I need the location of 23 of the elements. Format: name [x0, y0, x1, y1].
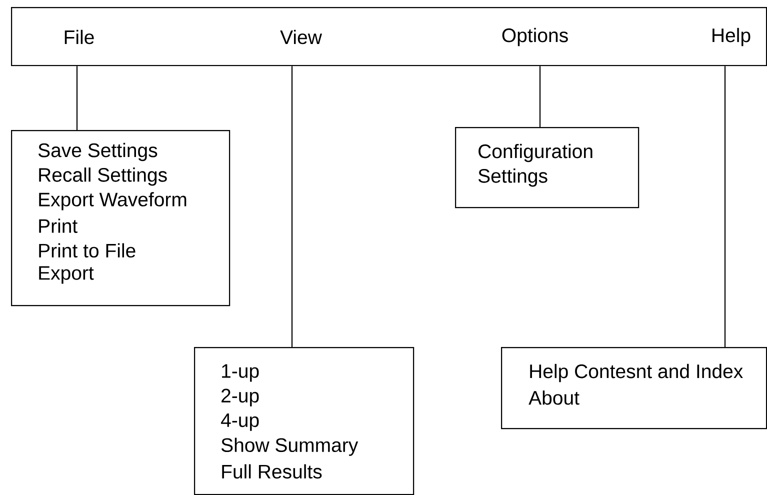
menu-item: Recall Settings [39, 168, 167, 186]
menu-item: Print [39, 218, 78, 233]
menu-title: Options [502, 28, 568, 46]
menu-item: 4-up [221, 413, 259, 431]
menu-item: Export Waveform [39, 192, 186, 210]
connector-line [76, 66, 78, 130]
connector-line [724, 66, 726, 347]
menu-item: Help Contesnt and Index [530, 364, 743, 382]
menu-item: Full Results [222, 464, 322, 479]
menu-item: Configuration [478, 144, 592, 162]
menu-item: 2-up [222, 388, 259, 406]
menu-item: Print to File [39, 243, 136, 258]
menu-item: 1-up [222, 364, 259, 382]
menu-item: Save Settings [38, 142, 158, 162]
menu-title: File [64, 30, 94, 44]
menu-item: Show Summary [221, 438, 358, 456]
connector-line [291, 66, 293, 347]
menu-item: Export [39, 266, 94, 284]
menu-item: About [528, 390, 580, 405]
menu-title: View [280, 30, 322, 44]
menu-item: Settings [478, 168, 548, 187]
menu-title: Help [712, 28, 750, 46]
connector-line [539, 66, 541, 127]
